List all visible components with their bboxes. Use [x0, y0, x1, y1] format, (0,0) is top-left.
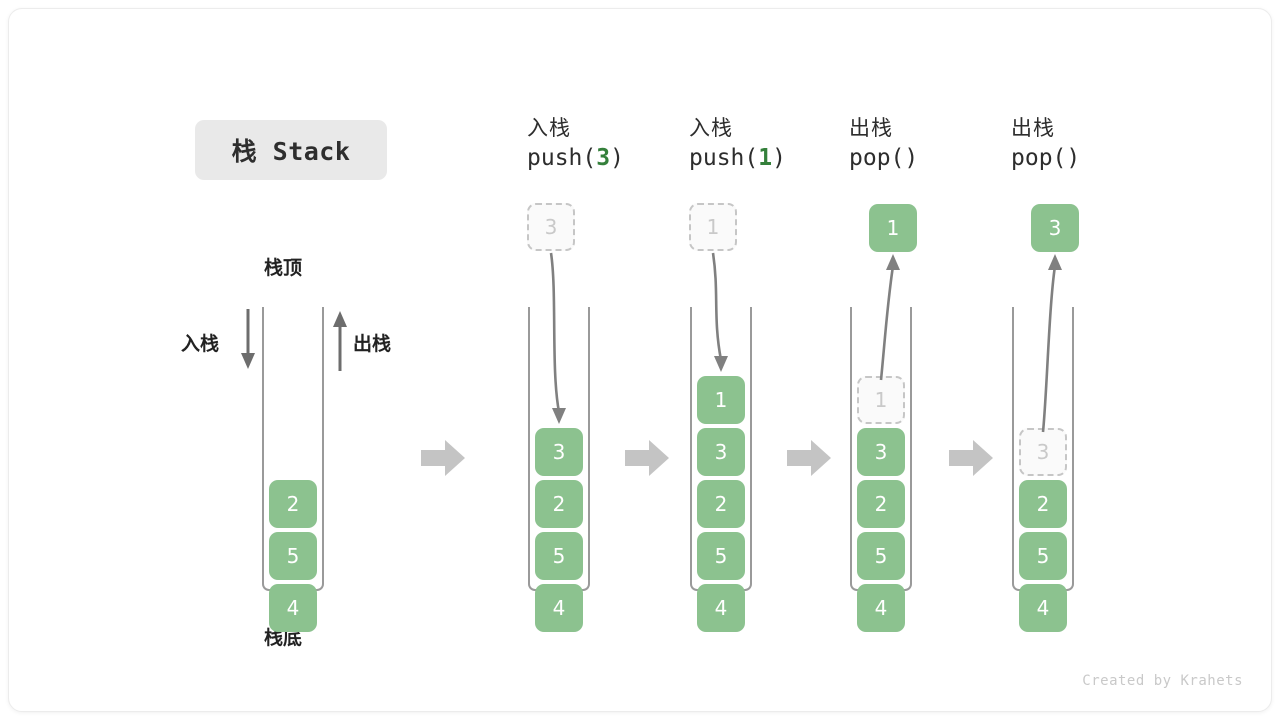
operation-code: push(1) [689, 141, 859, 175]
stack-cell: 5 [269, 532, 317, 580]
code-argument: 1 [758, 145, 773, 171]
credit-text: Created by Krahets [1082, 673, 1243, 689]
code-call-prefix: push( [689, 145, 759, 171]
stack-cell: 2 [697, 480, 745, 528]
code-call-suffix: ) [610, 145, 624, 171]
operation-name: 出栈 [849, 116, 893, 140]
code-call-suffix: ) [1066, 145, 1081, 171]
pop-flow-arrow-icon [879, 254, 900, 381]
popped-value: 3 [1031, 204, 1079, 252]
code-call-prefix: push( [527, 145, 597, 171]
operation-code: pop() [849, 141, 1019, 175]
operation-name: 出栈 [1011, 116, 1055, 140]
stack-cell: 4 [697, 584, 745, 632]
stack-cell: 2 [535, 480, 583, 528]
code-call-suffix: ) [904, 145, 919, 171]
transition-arrow-icon [421, 440, 465, 476]
pop-direction-arrow-icon [329, 309, 351, 371]
stack-cell: 1 [697, 376, 745, 424]
push-flow-arrow-icon [711, 252, 728, 372]
transition-arrow-icon [625, 440, 669, 476]
stack-cell: 5 [535, 532, 583, 580]
stack-cell-ghost: 3 [1019, 428, 1067, 476]
operation-code: pop() [1011, 141, 1181, 175]
stack-cell: 5 [697, 532, 745, 580]
stack-bottom-label: 栈底 [264, 627, 303, 649]
pop-flow-arrow-icon [1041, 254, 1062, 433]
push-flow-arrow-icon [549, 252, 566, 424]
code-call-prefix: pop( [1011, 145, 1067, 171]
stack-top-label: 栈顶 [264, 257, 303, 279]
code-call-prefix: pop( [849, 145, 905, 171]
title-badge: 栈 Stack [195, 120, 387, 180]
stack-cell: 3 [535, 428, 583, 476]
stack-cell: 2 [857, 480, 905, 528]
stack-cell: 5 [857, 532, 905, 580]
push-side-label: 入栈 [181, 333, 220, 355]
pop-side-label: 出栈 [353, 333, 392, 355]
popped-value: 1 [869, 204, 917, 252]
push-direction-arrow-icon [237, 309, 259, 371]
stack-cell: 2 [1019, 480, 1067, 528]
operation-name: 入栈 [527, 116, 571, 140]
transition-arrow-icon [787, 440, 831, 476]
stack-cell: 4 [857, 584, 905, 632]
stack-cell: 2 [269, 480, 317, 528]
transition-arrow-icon [949, 440, 993, 476]
stack-cell: 3 [857, 428, 905, 476]
code-argument: 3 [596, 145, 611, 171]
stack-cell: 5 [1019, 532, 1067, 580]
stack-cell: 3 [697, 428, 745, 476]
stack-cell: 4 [535, 584, 583, 632]
incoming-value-ghost: 3 [527, 203, 575, 251]
stack-cell: 4 [269, 584, 317, 632]
stack-cell: 4 [1019, 584, 1067, 632]
operation-code: push(3) [527, 141, 697, 175]
code-call-suffix: ) [772, 145, 786, 171]
operation-name: 入栈 [689, 116, 733, 140]
stack-cell-ghost: 1 [857, 376, 905, 424]
incoming-value-ghost: 1 [689, 203, 737, 251]
